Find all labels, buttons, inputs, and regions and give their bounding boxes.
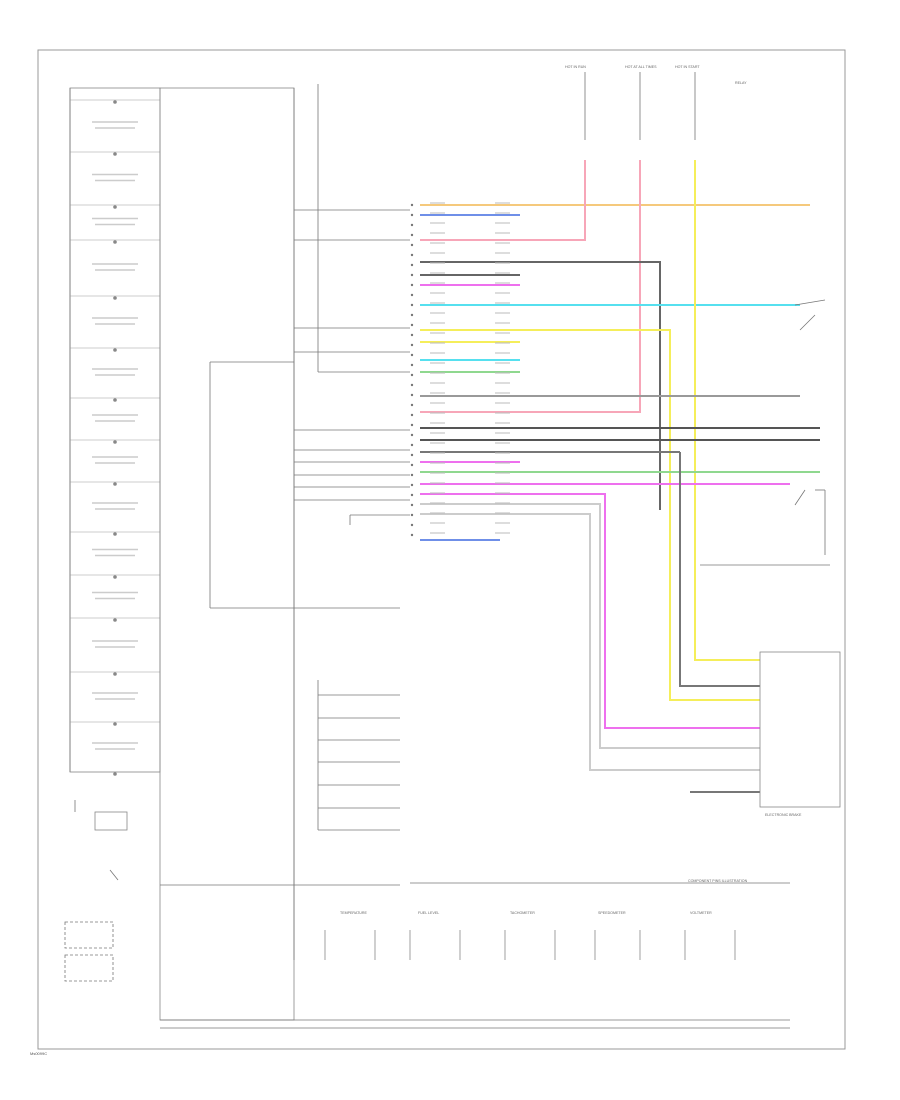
supply-label-c: HOT IN START — [675, 65, 700, 69]
supply-headers: HOT IN RUN HOT AT ALL TIMES HOT IN START… — [565, 65, 747, 140]
switch-box-2 — [64, 954, 114, 982]
indicator-bulb-icon — [113, 482, 117, 486]
switch-box-1 — [64, 921, 114, 949]
gauge-volt-label: VOLTMETER — [690, 911, 712, 915]
indicator-column — [69, 87, 161, 776]
gauge-fuel-label: FUEL LEVEL — [418, 911, 439, 915]
indicator-bulb-icon — [113, 100, 117, 104]
indicator-bulb-icon — [113, 152, 117, 156]
indicator-rows — [70, 99, 160, 776]
gauge-temp-label: TEMPERATURE — [340, 911, 367, 915]
gauge-row: TEMPERATURE FUEL LEVEL TACHOMETER SPEEDO… — [324, 911, 736, 960]
indicator-bulb-icon — [113, 205, 117, 209]
right-components: ELECTRONIC BRAKE — [700, 299, 841, 817]
indicator-bulb-icon — [113, 772, 117, 776]
indicator-bulb-icon — [113, 532, 117, 536]
wire-bundle — [420, 160, 820, 793]
module-label: ELECTRONIC BRAKE — [765, 813, 802, 817]
indicator-bulb-icon — [113, 348, 117, 352]
legend-label: COMPONENT PINS ILLUSTRATION — [688, 879, 748, 883]
connector-pins — [410, 202, 510, 537]
gauge-tach-label: TACHOMETER — [510, 911, 535, 915]
indicator-bulb-icon — [113, 575, 117, 579]
lower-cluster — [160, 680, 790, 886]
indicator-bulb-icon — [113, 672, 117, 676]
diagram-frame — [37, 49, 846, 1050]
indicator-bulb-icon — [113, 722, 117, 726]
indicator-bulb-icon — [113, 618, 117, 622]
figure-id: Ms0099C — [30, 1051, 47, 1056]
fuse-symbol — [94, 811, 128, 831]
cluster-feeds — [209, 209, 410, 609]
svg-text:RELAY: RELAY — [735, 81, 747, 85]
supply-label-b: HOT AT ALL TIMES — [625, 65, 657, 69]
supply-label-a: HOT IN RUN — [565, 65, 586, 69]
gauge-speed-label: SPEEDOMETER — [598, 911, 626, 915]
indicator-bulb-icon — [113, 240, 117, 244]
indicator-bulb-icon — [113, 296, 117, 300]
indicator-bulb-icon — [113, 398, 117, 402]
indicator-bulb-icon — [113, 440, 117, 444]
